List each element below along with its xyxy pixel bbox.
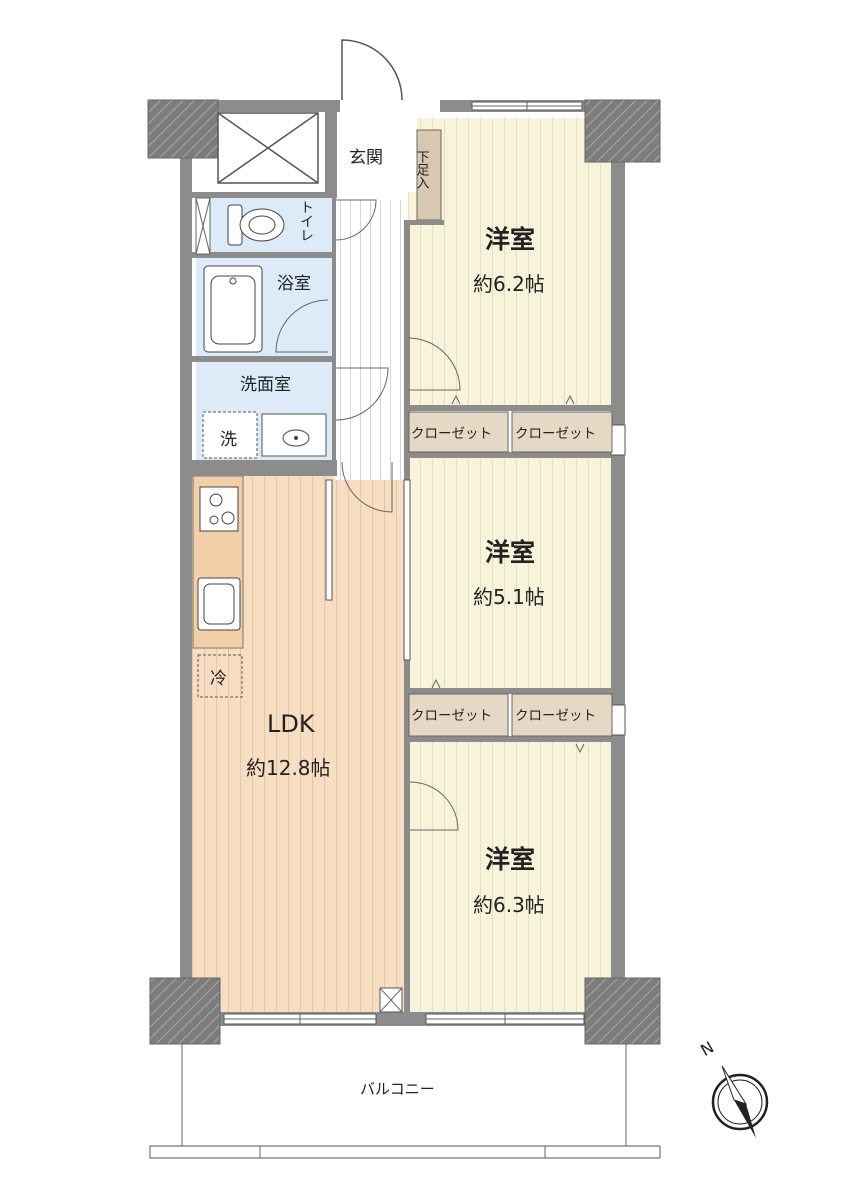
bedroom-mid-size: 約5.1帖 — [473, 585, 545, 609]
shoe-storage-label: 下足入 — [414, 150, 430, 189]
fridge-space — [197, 654, 243, 698]
column-sw — [149, 977, 221, 1045]
column-ne — [584, 99, 661, 163]
closet-4-label: クローゼット — [515, 708, 596, 724]
bedroom-bottom-size: 約6.3帖 — [473, 893, 545, 917]
bedroom-top-size: 約6.2帖 — [473, 272, 545, 296]
entrance-floor — [337, 110, 417, 192]
floors — [192, 110, 613, 1018]
kitchen-sink — [197, 577, 241, 631]
bathtub — [203, 265, 263, 353]
stove — [199, 486, 239, 532]
closet-2 — [511, 411, 613, 453]
ldk-size: 約12.8帖 — [246, 756, 331, 780]
fixtures — [195, 197, 613, 754]
wash-basin — [261, 413, 327, 457]
corridor-floor — [335, 200, 408, 480]
bedroom-bottom-label: 洋室 — [485, 845, 535, 874]
bedroom-top-floor — [408, 118, 613, 408]
doors — [275, 39, 461, 831]
closet-1 — [408, 411, 509, 453]
toilet-label: トイレ — [298, 200, 314, 242]
washer-space — [202, 411, 258, 459]
bathroom-label: 浴室 — [277, 274, 311, 294]
fridge-label: 冷 — [210, 669, 227, 689]
compass-north-label: N — [697, 1037, 717, 1059]
compass: N — [697, 1037, 769, 1138]
closet-3 — [408, 693, 509, 737]
windows — [223, 101, 626, 1025]
balcony — [149, 1044, 661, 1159]
shoe-storage — [416, 129, 442, 221]
column-se — [584, 977, 661, 1045]
washer-label: 洗 — [220, 430, 237, 450]
closet-3-label: クローゼット — [411, 708, 492, 724]
washroom-label: 洗面室 — [240, 375, 291, 395]
closet-4 — [511, 693, 613, 737]
bedroom-mid-floor — [408, 456, 613, 690]
bedroom-bottom-floor — [408, 740, 613, 1018]
pipe-shaft — [217, 112, 403, 1013]
bedroom-top-label: 洋室 — [485, 225, 535, 254]
closet-1-label: クローゼット — [411, 426, 492, 442]
labels: 玄関 下足入 トイレ 浴室 洗面室 洗 冷 LDK 約12.8帖 洋室 約6.2… — [210, 148, 596, 1098]
ldk-label: LDK — [267, 710, 316, 738]
entrance-label: 玄関 — [349, 148, 383, 168]
bedroom-mid-label: 洋室 — [485, 538, 535, 567]
closet-2-label: クローゼット — [515, 426, 596, 442]
column-nw — [147, 99, 219, 159]
toilet-bowl — [227, 204, 285, 246]
balcony-label: バルコニー — [360, 1080, 435, 1098]
